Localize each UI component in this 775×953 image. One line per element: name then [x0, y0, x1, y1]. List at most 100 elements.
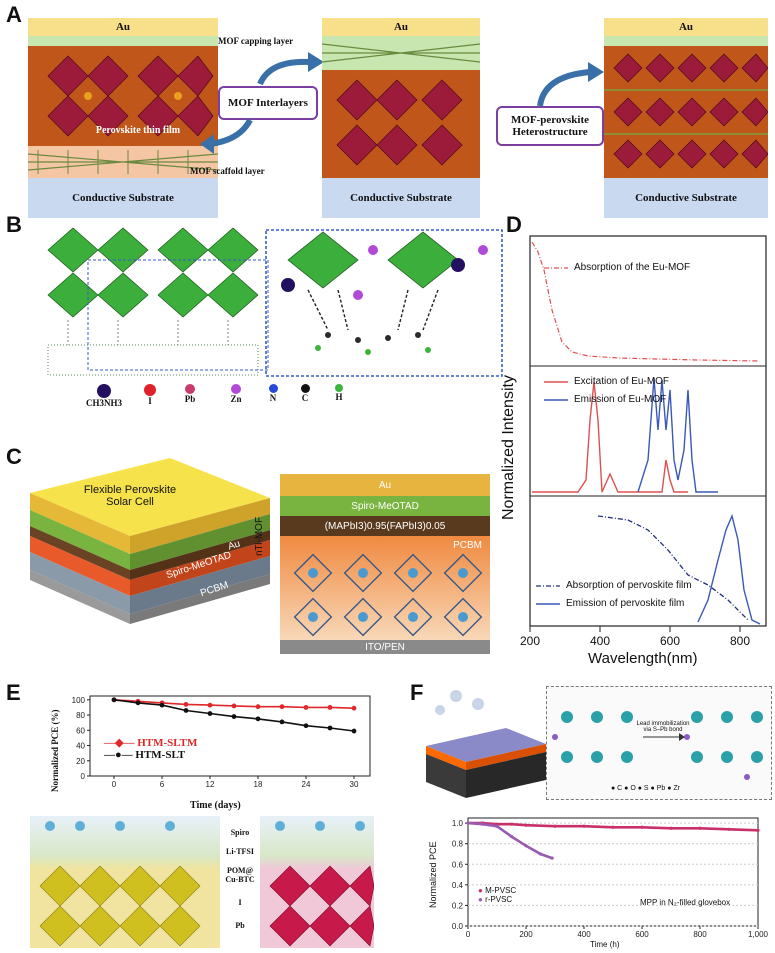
- schematic-ito: ITO/PEN: [280, 640, 490, 654]
- ntimof-side-label: nTi-MOF: [254, 516, 265, 556]
- x-tick-label: 600: [635, 930, 649, 939]
- x-tick-label: 200: [519, 930, 533, 939]
- f-inset-legend: ● C ● O ● S ● Pb ● Zr: [611, 785, 680, 792]
- data-point: [640, 825, 644, 829]
- f-ylabel: Normalized PCE: [428, 841, 438, 908]
- legend-c: C: [290, 384, 320, 403]
- heterostructure-layer: [604, 46, 768, 178]
- data-point: [111, 697, 117, 703]
- d-xlabel: Wavelength(nm): [588, 650, 698, 667]
- data-point: [524, 823, 528, 827]
- e-legend: —◆— HTM-SLTM —●— HTM-SLT: [104, 736, 197, 761]
- scaffold-lattice: [28, 150, 218, 174]
- f-inset-arrow-label: Lead immobilization via S–Pb bond: [633, 721, 693, 733]
- panel-label-e: E: [6, 680, 21, 705]
- f-inset-arrow-line1: Lead immobilization: [636, 721, 690, 727]
- d-legend-top: Absorption of the Eu-MOF: [574, 262, 691, 273]
- f-inset-arrow-line2: via S–Pb bond: [643, 727, 683, 733]
- data-point: [480, 822, 485, 826]
- schematic-au: Au: [280, 474, 490, 496]
- data-point: [255, 704, 261, 710]
- scaffold-layer-label: MOF scaffold layer: [190, 166, 265, 176]
- f-inset-lattice: [552, 711, 763, 780]
- capping-layer-label: MOF capping layer: [218, 36, 294, 46]
- e-legend-1-marker-icon: —◆—: [104, 737, 138, 749]
- e-legend-2-label: HTM-SLT: [135, 749, 186, 761]
- data-point: [135, 700, 141, 706]
- substrate-layer: Conductive Substrate: [28, 178, 218, 218]
- data-point: [351, 705, 357, 711]
- x-tick-label: 6: [160, 780, 165, 789]
- schematic-ito-label: ITO/PEN: [365, 641, 405, 653]
- pb-dot-icon: [185, 384, 195, 394]
- schematic-perovskite: (MAPbI3)0.95(FAPbI3)0.05: [280, 516, 490, 536]
- panel-label-b: B: [6, 212, 22, 237]
- panel-label-a: A: [6, 2, 22, 27]
- panel-a-middle-stack: Au Conductive Substrate: [322, 18, 480, 218]
- au-label: Au: [678, 21, 694, 33]
- mof-interlayers-box: MOF Interlayers: [218, 86, 318, 120]
- data-point: [756, 828, 760, 832]
- capping-lattice: [322, 43, 480, 63]
- perovskite-layer: [322, 70, 480, 178]
- x-tick-label: 12: [206, 780, 215, 789]
- y-tick-label: 0.0: [452, 922, 464, 931]
- panel-b-legend: CH3NH3 I Pb Zn N C H: [80, 384, 380, 424]
- e-ylabel: Normalized PCE (%): [50, 709, 60, 792]
- h-dot-icon: [335, 384, 343, 392]
- data-point: [509, 822, 514, 826]
- substrate-label: Conductive Substrate: [72, 192, 174, 204]
- f-legend: ● M-PVSC ● r-PVSC: [478, 886, 516, 904]
- plot-frame: [467, 817, 759, 927]
- device-title: Flexible Perovskite Solar Cell: [70, 484, 190, 508]
- e-legend-pom: POM@ Cu-BTC: [225, 866, 255, 884]
- d-legend-mid1: Excitation of Eu-MOF: [574, 376, 670, 387]
- legend-pb: Pb: [172, 384, 208, 404]
- data-point: [550, 856, 554, 860]
- y-tick-label: 20: [76, 757, 85, 766]
- green-layer: [604, 36, 768, 46]
- x-tick-label: 400: [577, 930, 591, 939]
- d-legend-bot2: Emission of pervoskite film: [566, 598, 685, 609]
- substrate-label: Conductive Substrate: [635, 192, 737, 204]
- data-point: [255, 716, 261, 722]
- d-tick-600: 600: [660, 634, 681, 648]
- arrow-a-right: [537, 62, 604, 107]
- legend-label: CH3NH3: [86, 398, 122, 408]
- perovskite-octahedra: [47, 55, 214, 137]
- e-legend-1: —◆— HTM-SLTM: [104, 736, 197, 749]
- device-title-1: Flexible Perovskite: [83, 484, 177, 496]
- e-legend-1-label: HTM-SLTM: [137, 737, 198, 749]
- panel-label-c: C: [6, 444, 22, 469]
- substrate-layer: Conductive Substrate: [604, 178, 768, 218]
- y-tick-label: 0.4: [452, 881, 464, 890]
- y-tick-label: 60: [76, 726, 85, 735]
- mof-interlayers-label: MOF Interlayers: [228, 97, 308, 109]
- data-point: [231, 703, 237, 709]
- panel-a-left-stack: Au Perovskite thin film Conductive Subst…: [28, 18, 218, 218]
- data-point: [582, 824, 586, 828]
- f-legend-1-label: M-PVSC: [485, 886, 517, 895]
- x-tick-label: 30: [350, 780, 359, 789]
- data-point: [538, 852, 543, 856]
- substrate-layer: Conductive Substrate: [322, 178, 480, 218]
- data-point: [183, 701, 189, 707]
- substrate-label: Conductive Substrate: [350, 192, 452, 204]
- e-legend-pb: Pb: [235, 921, 245, 930]
- x-tick-label: 800: [693, 930, 707, 939]
- legend-n: N: [258, 384, 288, 403]
- e-right-crystal: [269, 821, 375, 947]
- x-tick-label: 0: [112, 780, 117, 789]
- y-tick-label: 0.8: [452, 840, 464, 849]
- au-label: Au: [115, 21, 131, 33]
- device-title-2: Solar Cell: [106, 496, 154, 508]
- panel-a-right-stack: Au Conductive Substrate: [604, 18, 768, 218]
- legend-label: Zn: [230, 394, 242, 404]
- legend-label: H: [335, 392, 343, 402]
- data-point: [727, 827, 731, 831]
- d-tick-200: 200: [520, 634, 541, 648]
- panel-b-structure: [47, 227, 503, 377]
- perovskite-octahedra: [336, 79, 463, 166]
- ch3nh3-dot-icon: [97, 384, 111, 398]
